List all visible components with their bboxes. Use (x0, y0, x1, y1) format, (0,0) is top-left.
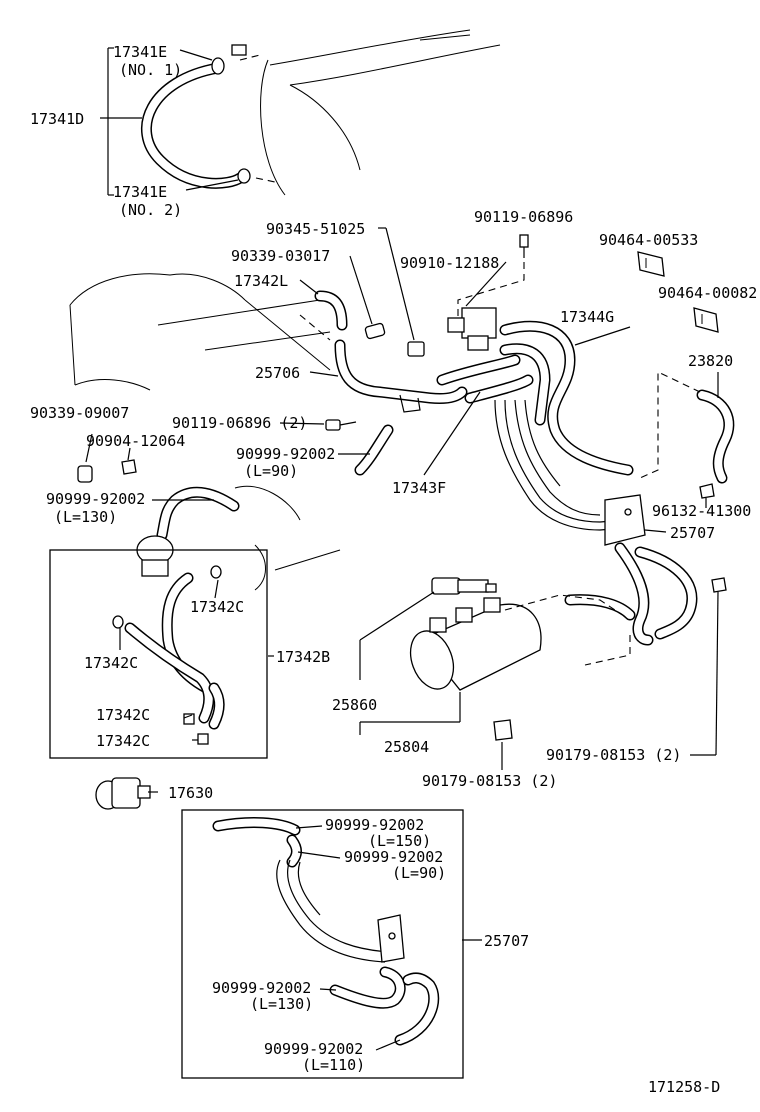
clip-90904-12064 (121, 459, 137, 475)
vsv-90910-12188 (447, 307, 497, 351)
pipe-bundle-25707 (494, 399, 646, 546)
label-17342c-1: 17342C (190, 598, 244, 616)
clamp-17341e-no1 (211, 44, 261, 75)
label-90999-92002-a: 90999-92002 (236, 445, 335, 463)
label-25707-a: 25707 (670, 524, 715, 542)
label-17341e-no2: 17341E (113, 183, 167, 201)
label-17341e-no1: 17341E (113, 43, 167, 61)
bolt-90345-51025 (407, 341, 425, 357)
label-17342l: 17342L (234, 272, 288, 290)
label-90119-06896: 90119-06896 (474, 208, 573, 226)
label-90999-92002-d: 90999-92002 (344, 848, 443, 866)
engine-outline-top (260, 29, 501, 196)
label-17343f: 17343F (392, 479, 446, 497)
label-90339-09007: 90339-09007 (30, 404, 129, 422)
label-17341e-no1-qualifier: (NO. 1) (119, 61, 182, 79)
pipe-25706 (334, 339, 468, 413)
label-23820: 23820 (688, 352, 733, 370)
box-25707 (181, 809, 464, 1079)
hose-17342l (314, 290, 348, 331)
bolt-90119-06896-2 (325, 419, 357, 431)
label-l150: (L=150) (368, 832, 431, 850)
label-90464-00082: 90464-00082 (658, 284, 757, 302)
hoses-17342b (112, 565, 225, 745)
label-17341d: 17341D (30, 110, 84, 128)
label-25804: 25804 (384, 738, 429, 756)
diagram-reference-code: 171258-D (648, 1078, 720, 1096)
label-90345-51025: 90345-51025 (266, 220, 365, 238)
label-l110: (L=110) (302, 1056, 365, 1074)
bolt-90119-06896-top (457, 234, 529, 320)
leader-lines (85, 47, 719, 1051)
hose-90999-92002-l130a (156, 486, 240, 541)
label-90179-08153-a: 90179-08153 (2) (546, 746, 681, 764)
engine-outline-mid (69, 273, 331, 391)
vsv-25860 (431, 577, 497, 595)
label-17341e-no2-qualifier: (NO. 2) (119, 201, 182, 219)
label-90999-92002-c: 90999-92002 (325, 816, 424, 834)
hoses-25707-detail (212, 817, 440, 1046)
label-90999-92002-e: 90999-92002 (212, 979, 311, 997)
clamp-17341e-no2 (237, 168, 276, 184)
hose-17344g (499, 320, 634, 476)
label-l130-a: (L=130) (54, 508, 117, 526)
hose-90999-92002-l90a (354, 424, 394, 476)
plug-90339-09007 (77, 465, 93, 483)
label-90119-06896-2: 90119-06896 (2) (172, 414, 307, 432)
engine-outline-low (234, 485, 341, 591)
clip-90179-08153-bottom (493, 719, 513, 741)
hoses-17343f (436, 343, 551, 426)
clip-90464-00533 (637, 251, 665, 277)
valve-near-17342b (136, 535, 174, 577)
label-90339-03017: 90339-03017 (231, 247, 330, 265)
label-96132-41300: 96132-41300 (652, 502, 751, 520)
label-17342b: 17342B (276, 648, 330, 666)
label-90999-92002-f: 90999-92002 (264, 1040, 363, 1058)
label-17630: 17630 (168, 784, 213, 802)
clip-90179-08153-right (711, 577, 727, 593)
sensor-17630 (95, 777, 151, 810)
label-90904-12064: 90904-12064 (86, 432, 185, 450)
label-17342c-4: 17342C (96, 732, 150, 750)
label-25860: 25860 (332, 696, 377, 714)
label-17344g: 17344G (560, 308, 614, 326)
canister-25804 (409, 594, 631, 691)
label-90910-12188: 90910-12188 (400, 254, 499, 272)
label-l90-a: (L=90) (244, 462, 298, 480)
clip-90464-00082 (693, 307, 719, 333)
label-17342c-2: 17342C (84, 654, 138, 672)
label-90999-92002-b: 90999-92002 (46, 490, 145, 508)
label-17342c-3: 17342C (96, 706, 150, 724)
label-90179-08153-b: 90179-08153 (2) (422, 772, 557, 790)
hoses-right-lower (564, 542, 698, 666)
label-25707-b: 25707 (484, 932, 529, 950)
clamp-96132-41300 (699, 483, 715, 499)
hose-23820 (639, 371, 735, 484)
label-l90-b: (L=90) (392, 864, 446, 882)
plug-90339-03017 (364, 322, 386, 340)
label-25706: 25706 (255, 364, 300, 382)
label-l130-b: (L=130) (250, 995, 313, 1013)
label-90464-00533: 90464-00533 (599, 231, 698, 249)
labels: 17341E (NO. 1) 17341D 17341E (NO. 2) 903… (30, 43, 757, 1096)
hose-17341d (140, 62, 246, 189)
box-17342b (49, 549, 268, 759)
